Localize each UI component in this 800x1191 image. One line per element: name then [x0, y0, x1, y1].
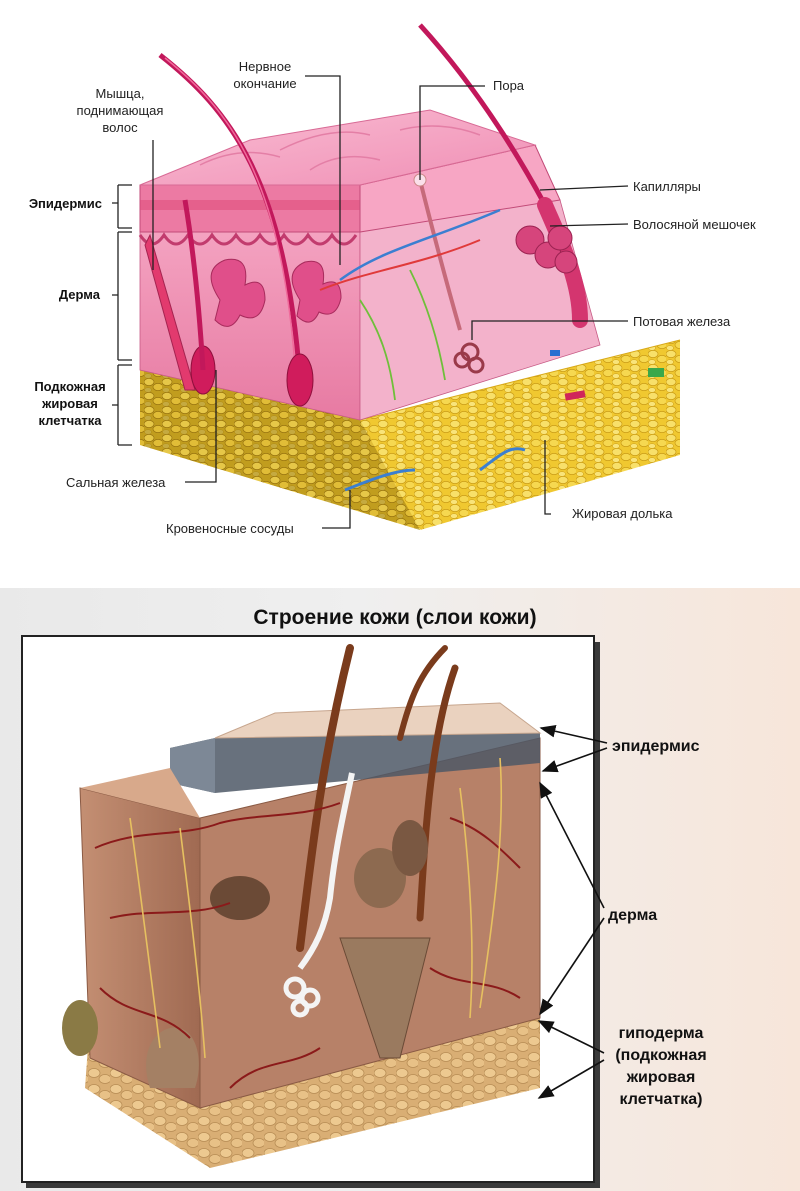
label-nerve-line1: Нервное	[239, 59, 291, 74]
label-dermis: Дерма	[59, 287, 101, 302]
model-label-hypodermis-line4: клетчатка)	[620, 1091, 703, 1108]
skin-model-photo	[21, 635, 600, 1188]
model-title: Строение кожи (слои кожи)	[253, 606, 536, 629]
model-label-hypodermis-line3: жировая	[626, 1069, 696, 1086]
label-fat-lobule: Жировая долька	[572, 506, 673, 521]
skin-model-panel: Строение кожи (слои кожи)	[0, 588, 800, 1191]
label-nerve-line2: окончание	[233, 76, 296, 91]
label-muscle-line1: Мышца,	[96, 86, 145, 101]
label-sebaceous-gland: Сальная железа	[66, 475, 166, 490]
model-label-dermis: дерма	[608, 907, 657, 924]
hair-follicles	[158, 23, 588, 407]
label-capillaries: Капилляры	[633, 179, 701, 194]
label-muscle-line3: волос	[102, 120, 138, 135]
model-label-hypodermis-line1: гиподерма	[619, 1025, 704, 1042]
model-vessels	[94, 802, 521, 1089]
label-hypodermis-line1: Подкожная	[34, 379, 105, 394]
blood-vessels	[319, 208, 664, 492]
top-leader-lines	[112, 75, 629, 529]
follicle-cluster	[515, 225, 578, 274]
label-epidermis: Эпидермис	[29, 196, 102, 211]
label-sweat-gland: Потовая железа	[633, 314, 731, 329]
label-hair-follicle: Волосяной мешочек	[633, 217, 756, 232]
model-arrows	[537, 724, 608, 1099]
label-blood-vessels: Кровеносные сосуды	[166, 521, 294, 536]
model-label-epidermis: эпидермис	[612, 738, 700, 755]
label-hypodermis-line2: жировая	[41, 396, 98, 411]
epidermis-layer	[139, 109, 561, 233]
label-pore: Пора	[493, 78, 525, 93]
label-hypodermis-line3: клетчатка	[38, 413, 102, 428]
label-muscle-line2: поднимающая	[77, 103, 164, 118]
skin-structure-diagram: Мышца, поднимающая волос Нервное окончан…	[29, 23, 756, 536]
model-nerves	[129, 757, 503, 1059]
model-label-hypodermis-line2: (подкожная	[615, 1047, 706, 1064]
